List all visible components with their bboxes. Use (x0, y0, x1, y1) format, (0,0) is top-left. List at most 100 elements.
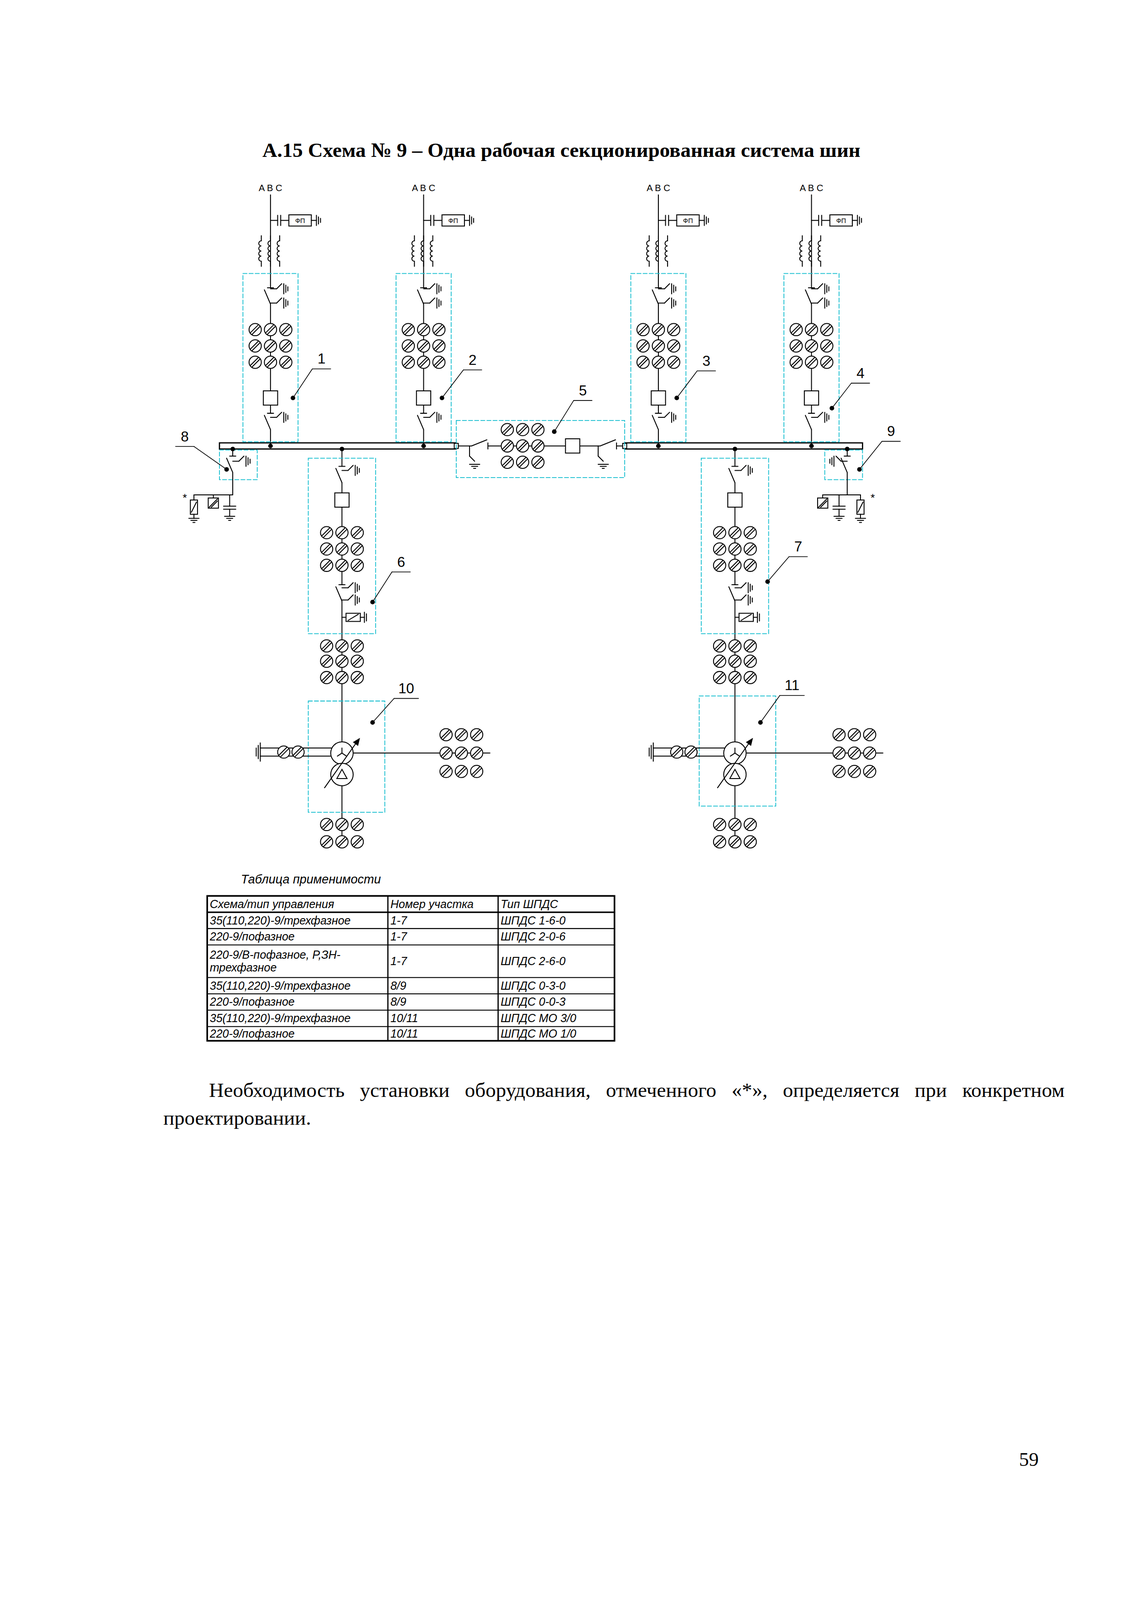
ground-symbol (824, 412, 826, 423)
ground-symbol (285, 299, 287, 308)
sensor-symbol (728, 655, 741, 668)
junction-dot (421, 444, 426, 449)
sensor-hatch (267, 343, 276, 351)
table-rule (207, 1010, 615, 1012)
sensor-symbol (790, 323, 803, 336)
earthing-switch (811, 417, 818, 418)
sensor-symbol (279, 339, 293, 353)
callout-number: 2 (468, 353, 477, 368)
sensor-symbol (351, 818, 364, 831)
current-transformer-coil (655, 235, 659, 267)
disconnector-blade (471, 439, 488, 446)
ground-symbol (358, 598, 360, 603)
sensor-symbol (848, 765, 861, 778)
breaker-symbol (804, 391, 819, 406)
sensor-hatch (354, 674, 362, 683)
earthing-switch (811, 302, 818, 304)
sensor-hatch (339, 642, 347, 651)
leader-line (391, 571, 411, 573)
ground-symbol (705, 216, 707, 225)
earthing-switch (835, 456, 841, 462)
wye-symbol (337, 753, 342, 757)
sensor-hatch (504, 443, 512, 451)
earthing-switch (735, 587, 741, 589)
earthing-switch (429, 283, 435, 289)
sensor-symbol (713, 835, 726, 849)
sensor-symbol (713, 526, 726, 539)
voltage-transformer (818, 499, 827, 508)
equipment-boundary (242, 273, 298, 443)
sensor-symbol (863, 765, 877, 778)
sensor-symbol (805, 339, 818, 353)
ground-symbol (193, 521, 195, 523)
earthing-switch (664, 412, 670, 418)
sensor-symbol (401, 339, 415, 353)
regulation-arrow-head (746, 739, 752, 746)
sensor-hatch (282, 326, 291, 335)
wire (860, 514, 861, 519)
sensor-hatch (640, 326, 648, 335)
leader-line (831, 383, 852, 409)
ground-symbol (356, 584, 358, 592)
table-cell: 1-7 (390, 912, 496, 929)
table-cell: Номер участка (390, 897, 496, 913)
ground-symbol (671, 412, 673, 423)
junction-dot (765, 579, 770, 584)
ground-symbol (747, 465, 749, 476)
sensor-hatch (443, 750, 451, 758)
earthing-switch (270, 417, 277, 418)
sensor-hatch (473, 768, 482, 777)
sensor-symbol (401, 356, 415, 369)
phase-label: A B C (646, 183, 670, 193)
junction-dot (291, 396, 295, 401)
sensor-symbol (249, 339, 262, 353)
sensor-hatch (716, 658, 725, 667)
sensor-symbol (713, 655, 726, 668)
leader-line (372, 572, 393, 603)
wire (753, 617, 758, 619)
wire (735, 617, 740, 619)
sensor-symbol (351, 559, 364, 572)
sensor-hatch (420, 343, 429, 351)
sensor-symbol (432, 356, 446, 369)
sensor-hatch (716, 821, 725, 830)
voltage-transformer (820, 501, 827, 508)
sensor-hatch (252, 359, 261, 368)
page-number: 59 (1019, 1450, 1039, 1470)
ground-symbol (440, 301, 442, 306)
equipment-boundary (219, 450, 258, 480)
table-cell: 35(110,220)-9/трехфазное (209, 978, 386, 994)
sensor-hatch (458, 750, 466, 758)
transformer-winding (723, 741, 746, 765)
filter-label: ФП (448, 217, 459, 225)
leader-line (573, 400, 592, 402)
disconnector-contact (487, 443, 489, 449)
breaker-symbol (263, 391, 278, 406)
wye-symbol (735, 753, 740, 757)
disconnector-blade (335, 468, 342, 483)
disconnector-contact (420, 412, 427, 414)
disconnector-contact (339, 584, 345, 586)
earthing-switch (276, 412, 282, 418)
ground-symbol (824, 297, 826, 308)
earthing-switch (740, 582, 746, 588)
sensor-symbol (805, 356, 818, 369)
sensor-hatch (747, 821, 756, 830)
sensor-hatch (747, 674, 756, 683)
wire (668, 219, 677, 221)
sensor-symbol (335, 559, 349, 572)
ground-symbol (838, 520, 840, 522)
current-transformer-coil (412, 235, 415, 267)
ground-symbol (356, 596, 358, 605)
junction-dot (809, 444, 814, 449)
sensor-hatch (458, 731, 466, 740)
sensor-symbol (833, 728, 846, 741)
regulation-arrow (717, 743, 750, 788)
sensor-hatch (354, 562, 362, 571)
sensor-hatch (731, 839, 740, 847)
earthing-switch (348, 594, 354, 600)
earthing-switch (270, 302, 277, 304)
earthing-switch (598, 456, 604, 462)
